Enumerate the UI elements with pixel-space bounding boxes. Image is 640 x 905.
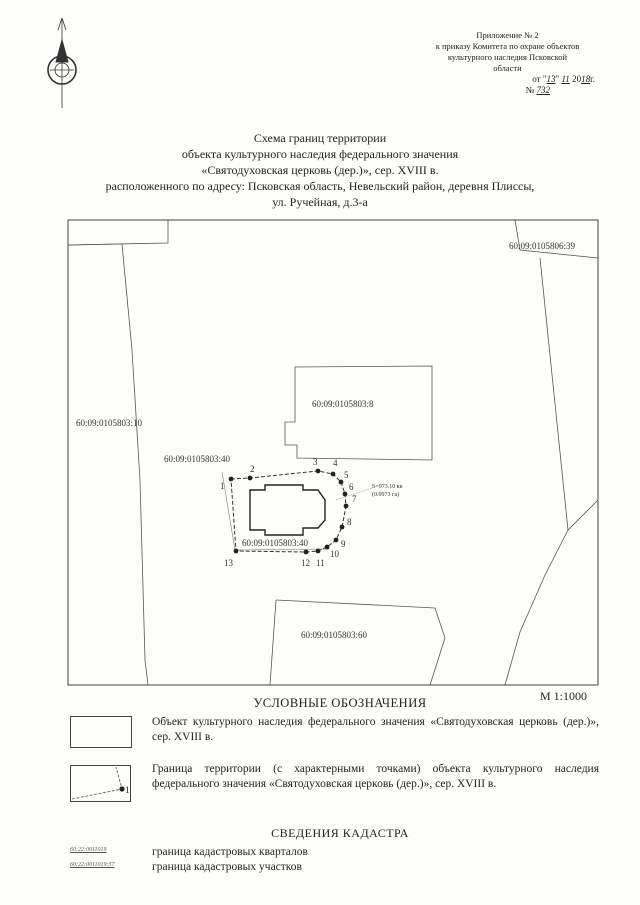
parcel-label-310: 60:09:0105803:10 [76, 418, 143, 428]
title-line5: ул. Ручейная, д.3-а [272, 195, 368, 209]
boundary-point-9 [333, 537, 339, 543]
boundary-point-label-1: 1 [220, 481, 225, 491]
parcel-label-360: 60:09:0105803:60 [301, 630, 368, 640]
date-month: 11 [561, 74, 570, 84]
document-title: Схема границ территории объекта культурн… [40, 130, 600, 210]
appendix-line1: Приложение № 2 [476, 30, 539, 40]
legend-point-label: 1 [125, 785, 130, 795]
boundary-point-label-2: 2 [250, 464, 255, 474]
parcel-60-outline [275, 599, 446, 686]
number-prefix: № [525, 85, 535, 95]
boundary-point-label-6: 6 [349, 482, 354, 492]
area-label-1: S=973.10 кв [372, 484, 403, 490]
boundary-point-7 [343, 503, 349, 509]
number-value: 732 [536, 85, 551, 95]
date-mid: " [555, 74, 560, 84]
appendix-line4: области [493, 63, 522, 73]
area-label-2: (0.0973 га) [372, 491, 399, 498]
appendix-number: № 732 [420, 85, 595, 96]
title-line2: объекта культурного наследия федеральног… [181, 147, 459, 161]
church-outline [249, 484, 326, 536]
parcel-8-outline [284, 365, 433, 461]
legend-item-boundary: Граница территории (с характерными точка… [152, 763, 599, 790]
parcel-boundary-right-lower [504, 529, 569, 686]
boundary-point-label-10: 10 [330, 549, 340, 559]
date-year: 20 [572, 74, 582, 84]
boundary-point-6 [342, 491, 348, 497]
boundary-point-12 [303, 549, 309, 555]
appendix-line3: культурного наследия Псковской [447, 52, 568, 62]
title-line3: «Святодуховская церковь (дер.)», сер. XV… [201, 163, 439, 177]
cadastre-text-parcel: граница кадастровых участков [152, 861, 302, 873]
date-year-suffix: 18 [581, 74, 591, 84]
boundary-point-3 [315, 468, 321, 474]
legend-swatch-object [70, 716, 132, 748]
appendix-header: Приложение № 2 к приказу Комитета по охр… [420, 30, 595, 96]
boundary-point-label-5: 5 [344, 470, 349, 480]
boundary-point-label-13: 13 [224, 558, 234, 568]
parcel-boundary-right [539, 257, 599, 531]
parcel-boundary-left [67, 243, 149, 686]
date-day: 13 [546, 74, 556, 84]
date-prefix: от " [532, 74, 547, 84]
title-line1: Схема границ территории [253, 131, 387, 145]
parcel-label-639: 60:09:0105806:39 [509, 241, 576, 251]
parcel-label-340-bottom: 60:09:0105803:40 [242, 538, 309, 548]
boundary-point-label-8: 8 [347, 517, 352, 527]
cadastre-code-quarter: 60:22:0011019 [70, 847, 107, 853]
legend-swatch-boundary: 1 [70, 765, 131, 802]
boundary-point-10 [324, 544, 330, 550]
north-arrow-icon [47, 17, 77, 108]
parcel-60-left [269, 599, 277, 686]
boundary-point-8 [339, 524, 345, 530]
appendix-date: от "13" 11 2018г. [420, 74, 595, 85]
boundary-point-4 [330, 471, 336, 477]
boundary-point-label-4: 4 [333, 458, 338, 468]
boundary-point-label-7: 7 [352, 494, 357, 504]
parcel-label-340-top: 60:09:0105803:40 [164, 454, 231, 464]
legend-item-object: Объект культурного наследия федерального… [152, 716, 599, 743]
title-line4: расположенного по адресу: Псковская обла… [105, 179, 535, 193]
parcel-label-38: 60:09:0105803:8 [312, 399, 374, 409]
boundary-point-1 [228, 476, 234, 482]
cadastre-code-parcel: 60:22:0011019:57 [70, 862, 115, 868]
parcel-boundary-top-left [67, 220, 169, 246]
boundary-point-11 [315, 548, 321, 554]
boundary-point-5 [338, 479, 344, 485]
appendix-line2: к приказу Комитета по охране объектов [435, 41, 580, 51]
area-leader-line [335, 487, 373, 501]
boundary-point-2 [247, 475, 253, 481]
cadastre-text-quarter: граница кадастровых кварталов [152, 846, 308, 858]
boundary-point-label-12: 12 [301, 558, 310, 568]
boundary-point-label-11: 11 [316, 558, 325, 568]
map-scale: М 1:1000 [540, 689, 588, 703]
legend-heading: УСЛОВНЫЕ ОБОЗНАЧЕНИЯ [253, 696, 427, 710]
boundary-point-label-3: 3 [313, 457, 318, 467]
boundary-point-label-9: 9 [341, 539, 346, 549]
parcel-boundary-top-right [514, 219, 599, 259]
map-frame [67, 219, 599, 686]
cadastre-heading: СВЕДЕНИЯ КАДАСТРА [271, 826, 409, 840]
boundary-point-13 [233, 548, 239, 554]
date-end: г. [590, 74, 595, 84]
